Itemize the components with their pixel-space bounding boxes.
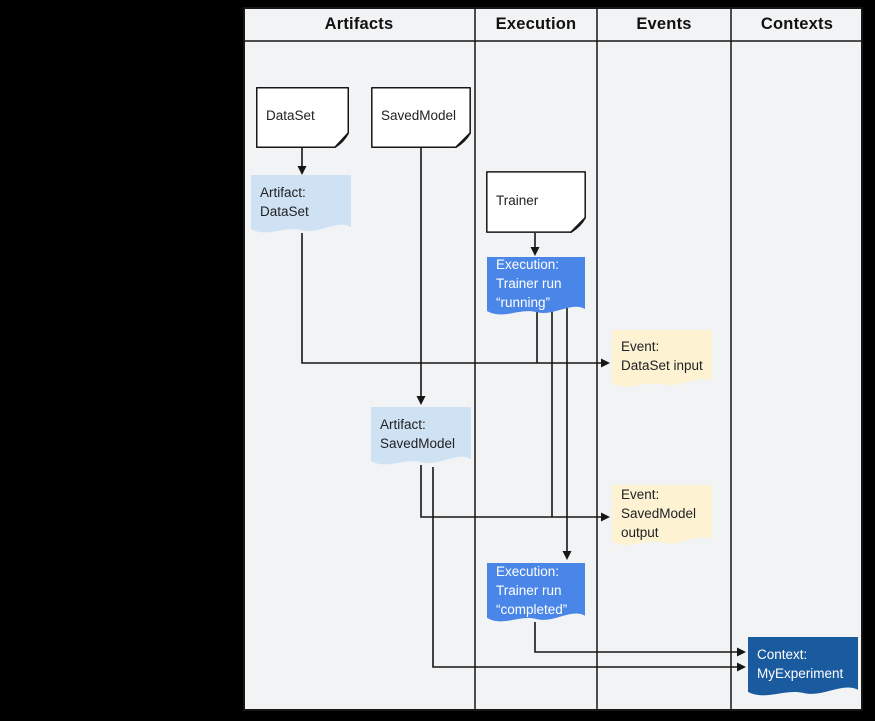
node-label: Artifact: DataSet [260,184,309,219]
tape-shape-icon [612,485,712,546]
connector-artifact-savedmodel-to-event-output [420,465,601,518]
node-label: Event: SavedModel output [621,486,697,540]
node-event-savedmodel-output: Event: SavedModel output [612,485,712,553]
node-trainer-document: Trainer [486,171,586,233]
node-savedmodel-document: SavedModel [371,87,471,148]
column-header-artifacts: Artifacts [324,14,394,33]
tape-shape-icon [487,257,585,315]
node-label: Event: DataSet input [621,339,703,373]
tape-shape-icon [487,563,585,622]
node-artifact-dataset: Artifact: DataSet [251,175,351,240]
folded-corner-icon [456,133,470,147]
node-label: Execution: Trainer run “completed” [496,563,568,617]
tape-shape-icon [251,175,351,233]
arrowhead-right-icon [737,647,746,657]
node-execution-completed: Execution: Trainer run “completed” [487,563,585,629]
document-shape-icon [371,87,471,148]
node-label: SavedModel [381,108,457,123]
arrowhead-down-icon [297,166,307,175]
arrowhead-right-icon [601,512,610,522]
document-shape-icon [486,171,586,233]
tape-shape-icon [612,330,712,387]
column-header-events: Events [636,14,692,33]
node-label: Execution: Trainer run “running” [496,257,562,310]
node-context-myexperiment: Context: MyExperiment [748,637,858,703]
node-label: Artifact: SavedModel [380,416,456,451]
arrowhead-down-icon [562,551,572,560]
node-event-dataset-input: Event: DataSet input [612,330,712,394]
folded-corner-icon [571,218,585,232]
node-artifact-savedmodel: Artifact: SavedModel [371,407,471,472]
tape-shape-icon [748,637,858,696]
node-execution-running: Execution: Trainer run “running” [487,257,585,322]
arrowhead-right-icon [601,358,610,368]
node-label: Context: MyExperiment [757,647,844,681]
node-label: Trainer [496,192,539,208]
arrowhead-right-icon [737,662,746,672]
tape-shape-icon [371,407,471,465]
folded-corner-icon [335,133,348,147]
document-shape-icon [256,87,349,148]
node-label: DataSet [266,108,315,123]
column-header-execution: Execution [495,14,577,33]
diagram-canvas: Artifacts Execution Events Contexts Data… [243,7,863,711]
arrowhead-down-icon [416,396,426,405]
column-header-contexts: Contexts [760,14,834,33]
node-dataset-document: DataSet [256,87,349,148]
